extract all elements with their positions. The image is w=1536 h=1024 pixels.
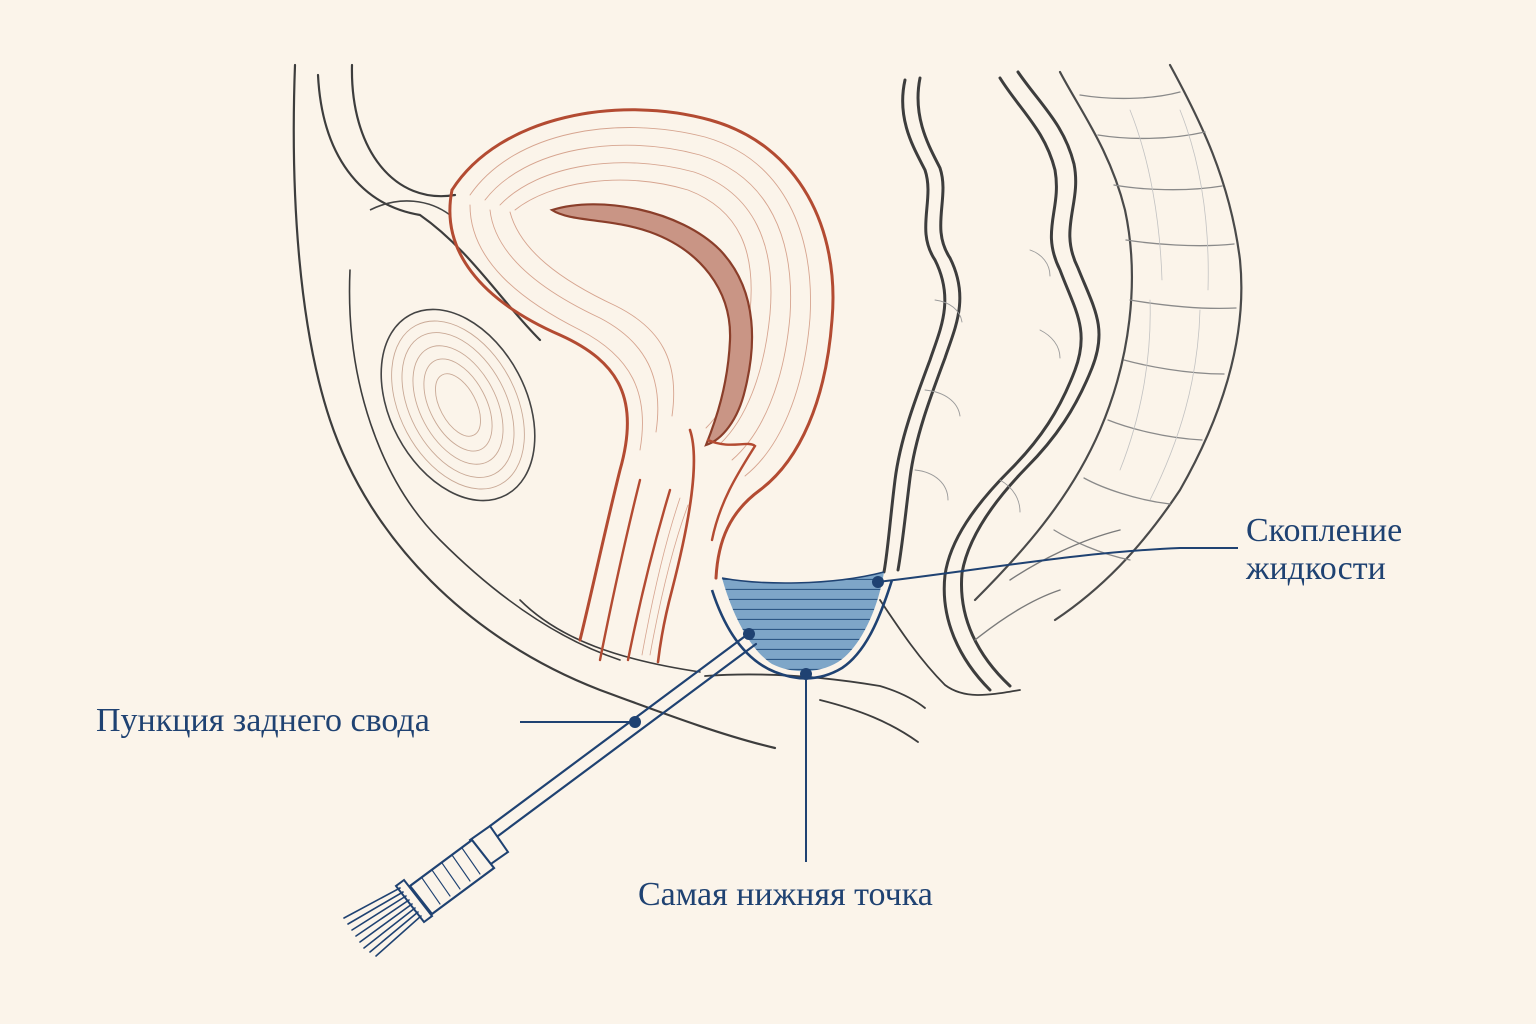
- needle-tip-dot: [743, 628, 755, 640]
- leader-lowest-point: [800, 668, 812, 862]
- fluid-collection: [710, 571, 894, 680]
- bladder-inner: [316, 73, 542, 342]
- ovary: [369, 200, 536, 502]
- fluid-collection-label: Скопление жидкости: [1246, 512, 1402, 588]
- uterus: [448, 108, 835, 664]
- fluid-label-line-2: жидкости: [1246, 550, 1386, 587]
- pubic-curve: [348, 269, 621, 661]
- perineum-lines: [704, 599, 1021, 743]
- puncture-needle: [343, 632, 758, 957]
- puncture-label: Пункция заднего свода: [96, 702, 430, 739]
- lowest-point-label: Самая нижняя точка: [638, 876, 933, 913]
- puncture-marker-dot: [629, 716, 641, 728]
- anterior-outlines: [292, 63, 777, 750]
- fluid-marker-dot: [872, 576, 884, 588]
- sacrum: [973, 63, 1243, 641]
- bladder-outer: [350, 63, 457, 198]
- lowest-point-marker-dot: [800, 668, 812, 680]
- fluid-label-line-1: Скопление: [1246, 512, 1403, 549]
- leader-puncture: [520, 628, 755, 728]
- anterior-vagina-line: [519, 599, 701, 673]
- rectum: [882, 70, 1101, 692]
- leader-fluid: [872, 547, 1238, 588]
